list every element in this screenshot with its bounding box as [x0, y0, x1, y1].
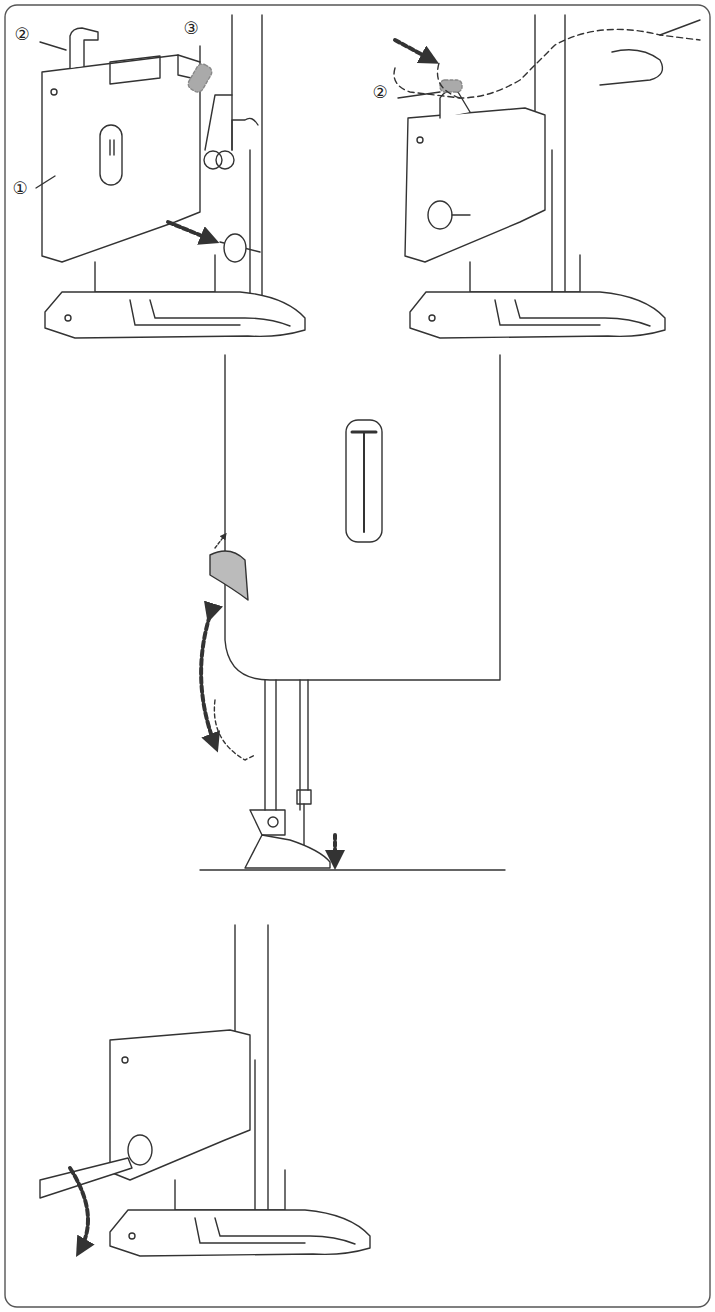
machine-head	[200, 869, 505, 870]
walking-foot-tighten	[267, 925, 268, 1220]
walking-foot-press	[495, 300, 600, 325]
frame	[5, 5, 710, 1307]
foot-body	[405, 108, 545, 262]
thumb-screw	[128, 1135, 152, 1165]
walking-foot-press	[394, 15, 700, 338]
walking-foot-press	[452, 214, 470, 215]
walking-foot-press	[417, 137, 423, 143]
machine-head	[275, 680, 276, 810]
callout-number: ②	[371, 83, 388, 102]
fork-slot	[100, 125, 122, 185]
walking-foot-press	[551, 150, 552, 300]
leader-lines	[199, 46, 200, 62]
walking-foot-tighten	[40, 925, 370, 1256]
presser-bar	[261, 15, 262, 300]
shank	[175, 1170, 285, 1210]
small-foot	[250, 810, 285, 835]
motion-arrow	[168, 222, 212, 240]
walking-foot-attach	[109, 140, 110, 155]
down-arrow	[333, 835, 337, 862]
walking-foot-press	[515, 300, 650, 326]
callout-number: ①	[11, 179, 28, 198]
leader-lines	[36, 42, 440, 188]
needle-clamp	[232, 118, 258, 150]
walking-foot-attach	[51, 89, 57, 95]
leader-lines	[398, 92, 440, 98]
motion-arrow	[395, 40, 432, 60]
shank	[95, 255, 215, 292]
machine-head	[200, 355, 505, 870]
leader-lines	[40, 42, 66, 50]
machine-head	[307, 680, 308, 790]
foot-sole	[410, 292, 665, 338]
shank	[470, 255, 580, 292]
walking-foot-press	[564, 15, 565, 300]
pin	[186, 62, 214, 94]
finger	[660, 20, 700, 35]
lever-arrow	[201, 615, 215, 745]
foot-sole	[110, 1210, 370, 1256]
walking-foot-attach	[42, 15, 305, 338]
machine-head	[363, 432, 365, 532]
turn-arrow	[70, 1168, 88, 1250]
lever	[70, 28, 98, 68]
finger	[600, 50, 662, 85]
pin	[440, 80, 462, 92]
callout-number: ②	[13, 25, 30, 44]
head-outline	[225, 355, 500, 680]
walking-foot-attach	[150, 300, 290, 326]
walking-foot-attach	[65, 315, 71, 321]
machine-head	[297, 790, 311, 804]
walking-foot-tighten	[122, 1057, 128, 1063]
screwdriver	[40, 1158, 132, 1198]
thumb-screw	[428, 201, 452, 229]
presser-lever-alt	[214, 700, 255, 760]
foot-body	[42, 55, 200, 262]
callout-number: ③	[182, 19, 199, 38]
thumb-screw	[224, 234, 246, 262]
foot-body	[110, 1030, 250, 1180]
walking-foot-tighten	[254, 1060, 255, 1220]
lever	[440, 91, 470, 118]
machine-head	[268, 817, 278, 827]
walking-foot-press	[429, 315, 435, 321]
leader-lines	[36, 176, 55, 188]
walking-foot-tighten	[195, 1218, 305, 1243]
lever-slot	[110, 56, 160, 84]
clamp-screw	[216, 151, 234, 169]
machine-head	[352, 431, 376, 434]
walking-foot-attach	[113, 140, 114, 155]
machine-head	[264, 680, 265, 810]
finger	[394, 29, 700, 98]
presser-lever	[210, 551, 248, 600]
small-foot	[245, 835, 330, 868]
walking-foot-tighten	[215, 1218, 355, 1244]
walking-foot-attach	[130, 300, 240, 325]
needle-clamp-arm	[205, 95, 232, 150]
machine-head	[215, 535, 225, 548]
foot-sole	[45, 292, 305, 338]
walking-foot-tighten	[129, 1233, 135, 1239]
presser-bar	[249, 150, 250, 300]
window	[346, 420, 382, 542]
finger	[438, 60, 461, 98]
